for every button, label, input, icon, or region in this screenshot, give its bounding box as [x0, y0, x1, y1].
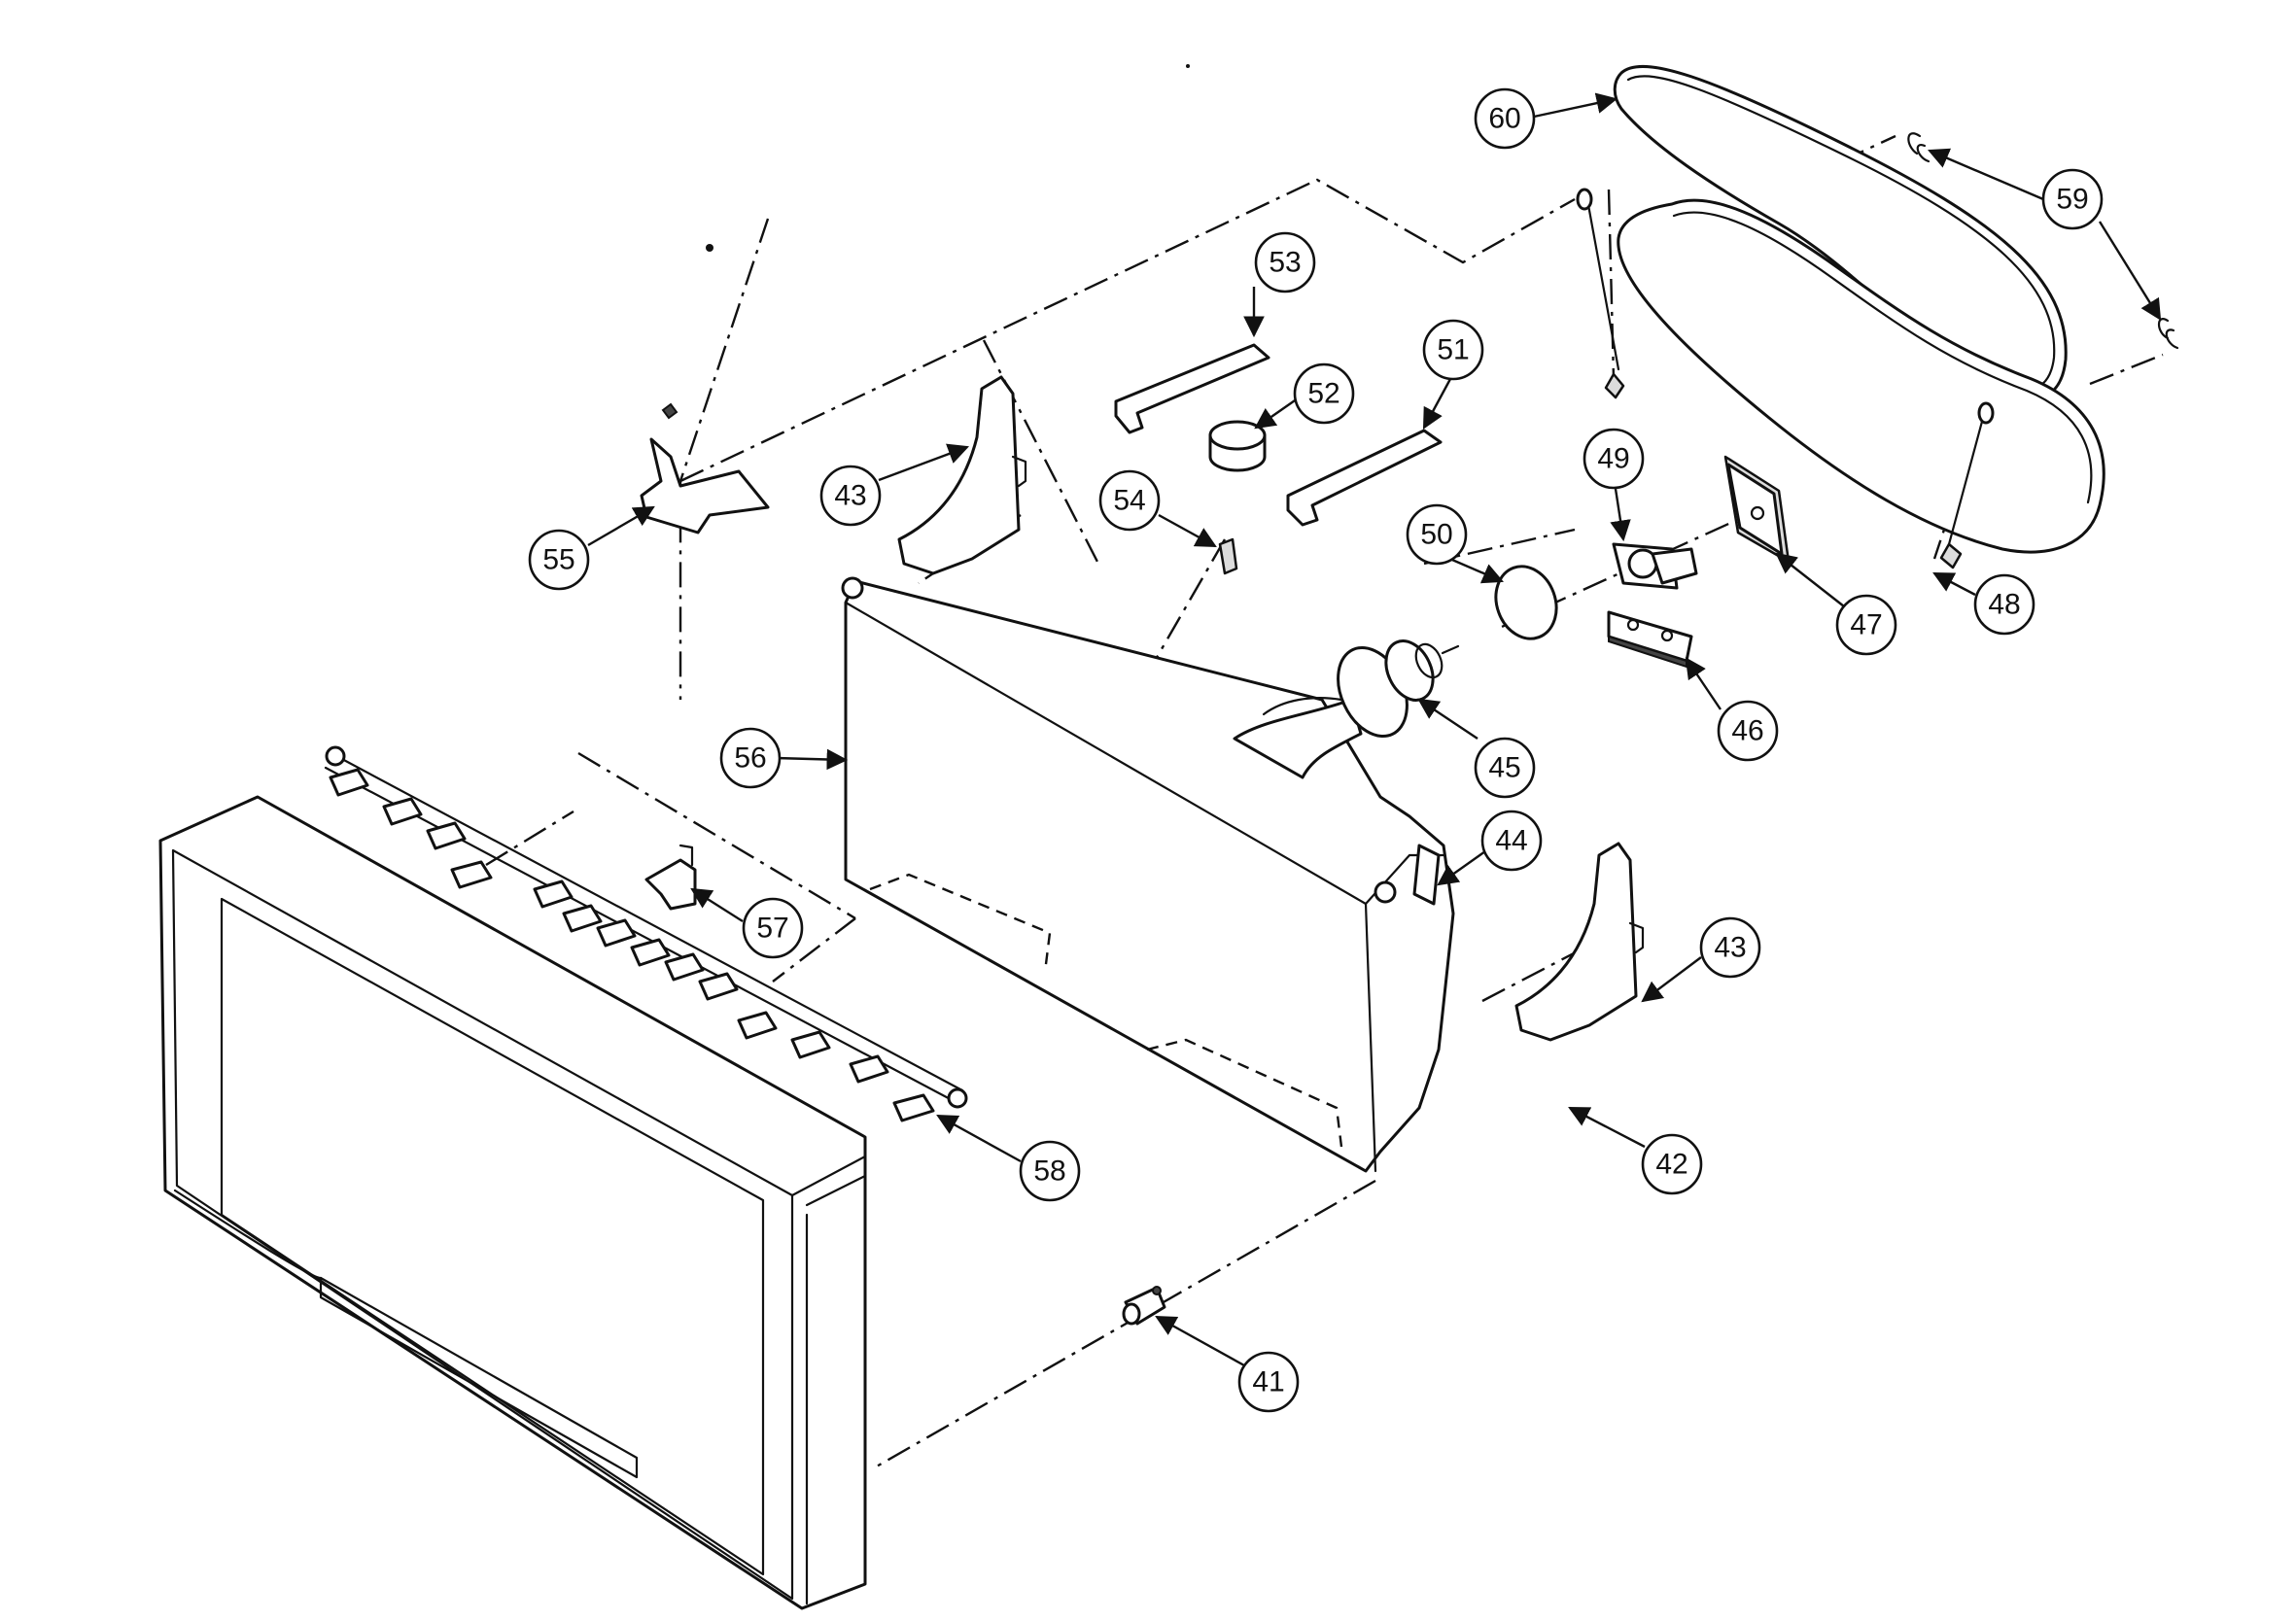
svg-text:57: 57: [756, 913, 788, 945]
front-cabinet-bezel: [158, 795, 867, 1610]
part-51-flat-cable: [1286, 429, 1443, 527]
callout-46: 46: [1717, 700, 1779, 762]
callout-47: 47: [1835, 594, 1897, 656]
callout-49: 49: [1583, 428, 1645, 490]
callout-48: 48: [1973, 573, 2035, 636]
part-57-clip: [644, 844, 697, 911]
callout-41: 41: [1237, 1351, 1300, 1413]
part-54-small-clip: [1218, 537, 1238, 575]
callout-44: 44: [1480, 810, 1543, 872]
part-48-screws: [1576, 188, 1995, 569]
part-59-clips: [1907, 132, 2179, 350]
part-43-bottom-bracket: [1514, 842, 1645, 1042]
part-47-board: [1723, 455, 1791, 564]
svg-text:56: 56: [734, 742, 766, 775]
callout-52: 52: [1293, 362, 1355, 425]
callout-51: 51: [1422, 319, 1484, 381]
svg-text:60: 60: [1488, 103, 1520, 135]
svg-text:42: 42: [1655, 1149, 1687, 1181]
part-46-plate: [1607, 610, 1693, 669]
callout-50: 50: [1406, 503, 1468, 566]
svg-text:54: 54: [1113, 485, 1145, 517]
part-52-core: [1208, 420, 1267, 472]
svg-text:58: 58: [1033, 1155, 1065, 1188]
callout-58: 58: [1019, 1140, 1081, 1202]
svg-text:49: 49: [1597, 443, 1629, 475]
part-58-frame-rail: [324, 745, 968, 1122]
part-50-disc: [1494, 565, 1558, 640]
svg-text:46: 46: [1731, 715, 1763, 747]
callout-43-bottom: 43: [1699, 916, 1761, 979]
callout-54: 54: [1098, 469, 1161, 532]
part-44-neck: [1233, 698, 1441, 906]
svg-text:41: 41: [1252, 1366, 1284, 1398]
leader-arrows: [587, 92, 2162, 1367]
part-43-top-bracket: [897, 375, 1027, 575]
part-45-deflection-yoke: [1337, 639, 1460, 739]
callout-55: 55: [528, 529, 590, 591]
callout-45: 45: [1474, 737, 1536, 799]
part-53-flat-cable: [1114, 343, 1270, 434]
callout-53: 53: [1254, 231, 1316, 293]
svg-text:43: 43: [1714, 932, 1746, 964]
callout-59: 59: [2041, 168, 2104, 230]
callout-43-top: 43: [819, 465, 882, 527]
callout-56: 56: [719, 727, 782, 789]
svg-text:50: 50: [1420, 519, 1452, 551]
svg-text:52: 52: [1307, 378, 1339, 410]
svg-text:47: 47: [1850, 609, 1882, 641]
svg-text:43: 43: [834, 480, 866, 512]
part-55-bracket: [640, 402, 770, 535]
part-41-pin: [1122, 1286, 1166, 1326]
svg-text:45: 45: [1488, 752, 1520, 784]
svg-text:48: 48: [1988, 589, 2020, 621]
part-60-lower-loop-gasket: [1617, 198, 2105, 554]
svg-text:53: 53: [1269, 247, 1301, 279]
callouts: 60 59 53 52 51 43 54 55 49 50 48 47 46 5…: [528, 87, 2104, 1413]
callout-42: 42: [1641, 1133, 1703, 1195]
callout-57: 57: [742, 897, 804, 959]
svg-text:59: 59: [2056, 184, 2088, 216]
part-49-socket: [1612, 542, 1698, 590]
callout-60: 60: [1474, 87, 1536, 150]
svg-text:44: 44: [1495, 825, 1527, 857]
svg-text:51: 51: [1437, 334, 1469, 366]
scan-specks: [706, 64, 1190, 252]
svg-text:55: 55: [542, 544, 574, 576]
